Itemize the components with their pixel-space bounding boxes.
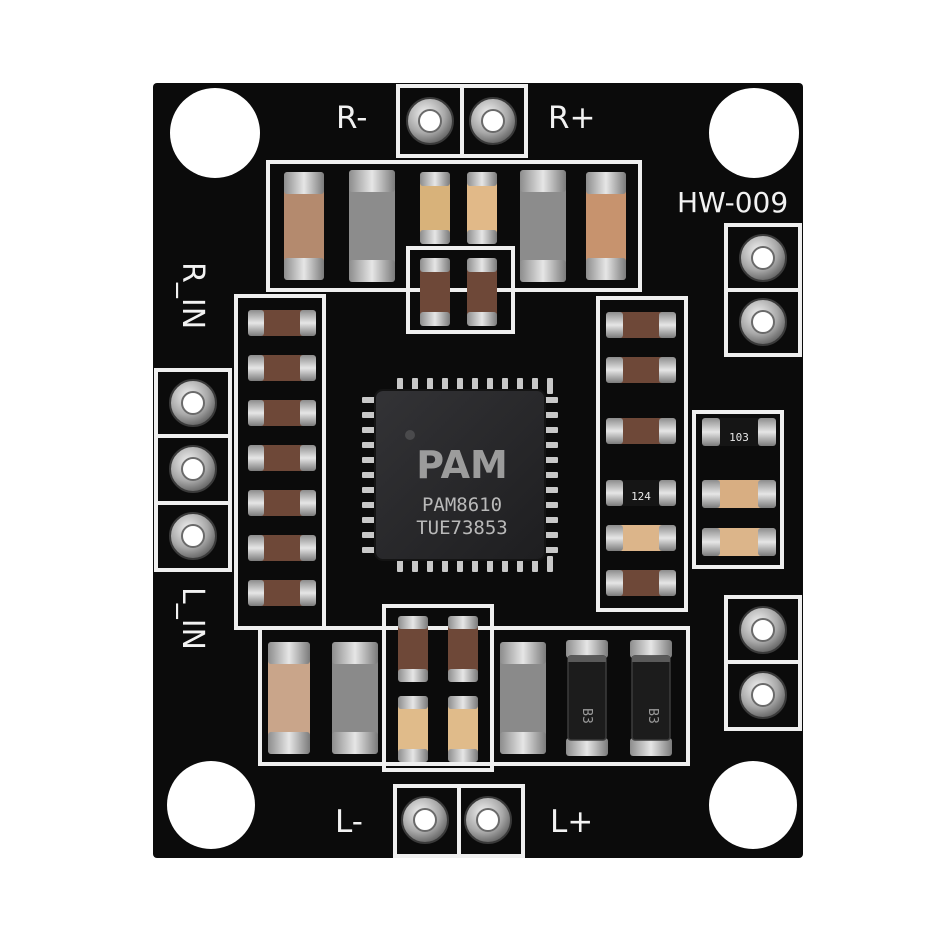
label-l-in: L_IN bbox=[175, 587, 210, 650]
smd-component-horizontal bbox=[248, 535, 316, 561]
terminal-pad bbox=[739, 671, 787, 719]
mounting-holes bbox=[167, 88, 799, 849]
smd-component-horizontal bbox=[248, 310, 316, 336]
smd-component-horizontal bbox=[606, 570, 676, 596]
smd-component-vertical bbox=[332, 642, 378, 754]
smd-components bbox=[248, 170, 776, 762]
smd-component-horizontal bbox=[248, 445, 316, 471]
smd-component-horizontal bbox=[248, 400, 316, 426]
terminal-pad bbox=[469, 97, 517, 145]
chip-pin bbox=[547, 378, 553, 394]
terminal-pad bbox=[169, 512, 217, 560]
smd-component-vertical bbox=[448, 616, 478, 682]
pam8610-chip: PAM PAM8610 TUE73853 bbox=[362, 378, 558, 572]
mounting-hole-top-left bbox=[170, 88, 260, 178]
smd-component-vertical bbox=[500, 642, 546, 754]
smd-component-vertical bbox=[467, 258, 497, 326]
smd-component-horizontal bbox=[248, 580, 316, 606]
label-r-in: R_IN bbox=[175, 262, 210, 329]
label-r-minus: R- bbox=[336, 100, 367, 136]
label-r-plus: R+ bbox=[548, 100, 596, 136]
smd-component-horizontal bbox=[606, 357, 676, 383]
smd-component-vertical bbox=[420, 172, 450, 244]
chip-pin1-dot bbox=[405, 430, 415, 440]
terminal-pad bbox=[406, 97, 454, 145]
chip-part-number: PAM8610 bbox=[422, 494, 502, 516]
smd-component-horizontal bbox=[702, 418, 776, 446]
resistor-marking-124: 124 bbox=[631, 490, 651, 503]
smd-component-vertical bbox=[398, 696, 428, 762]
smd-component-vertical bbox=[448, 696, 478, 762]
smd-component-vertical bbox=[349, 170, 395, 282]
smd-component-vertical bbox=[586, 172, 626, 280]
mounting-hole-bottom-right bbox=[709, 761, 797, 849]
terminal-pad bbox=[401, 796, 449, 844]
terminal-pad bbox=[464, 796, 512, 844]
smd-component-horizontal bbox=[702, 528, 776, 556]
smd-component-horizontal bbox=[606, 480, 676, 506]
smd-component-horizontal bbox=[248, 490, 316, 516]
mounting-hole-top-right bbox=[709, 88, 799, 178]
label-l-minus: L- bbox=[335, 804, 363, 840]
terminal-pad bbox=[169, 445, 217, 493]
smd-component-horizontal bbox=[606, 312, 676, 338]
chip-logo: PAM bbox=[416, 443, 508, 487]
terminal-pad bbox=[739, 234, 787, 282]
chip-pin bbox=[547, 556, 553, 572]
smd-component-horizontal bbox=[606, 525, 676, 551]
smd-component-vertical bbox=[420, 258, 450, 326]
smd-component-vertical bbox=[268, 642, 310, 754]
through-hole-terminals bbox=[169, 97, 787, 844]
chip-body bbox=[374, 389, 546, 561]
label-model: HW-009 bbox=[677, 186, 788, 219]
terminal-pad bbox=[169, 379, 217, 427]
terminal-pad bbox=[739, 606, 787, 654]
smd-component-vertical bbox=[398, 616, 428, 682]
smd-component-horizontal bbox=[606, 418, 676, 444]
resistor-marking-103: 103 bbox=[729, 431, 749, 444]
smd-diode bbox=[566, 640, 608, 756]
smd-component-vertical bbox=[520, 170, 566, 282]
chip-lot-code: TUE73853 bbox=[416, 517, 508, 539]
silkscreen-outlines bbox=[154, 84, 802, 858]
terminal-pad bbox=[739, 298, 787, 346]
diode-marking-a: B3 bbox=[579, 708, 594, 724]
smd-component-horizontal bbox=[702, 480, 776, 508]
smd-component-vertical bbox=[467, 172, 497, 244]
smd-diode bbox=[630, 640, 672, 756]
mounting-hole-bottom-left bbox=[167, 761, 255, 849]
label-l-plus: L+ bbox=[550, 804, 593, 840]
diode-marking-b: B3 bbox=[645, 708, 660, 724]
smd-component-horizontal bbox=[248, 355, 316, 381]
smd-component-vertical bbox=[284, 172, 324, 280]
